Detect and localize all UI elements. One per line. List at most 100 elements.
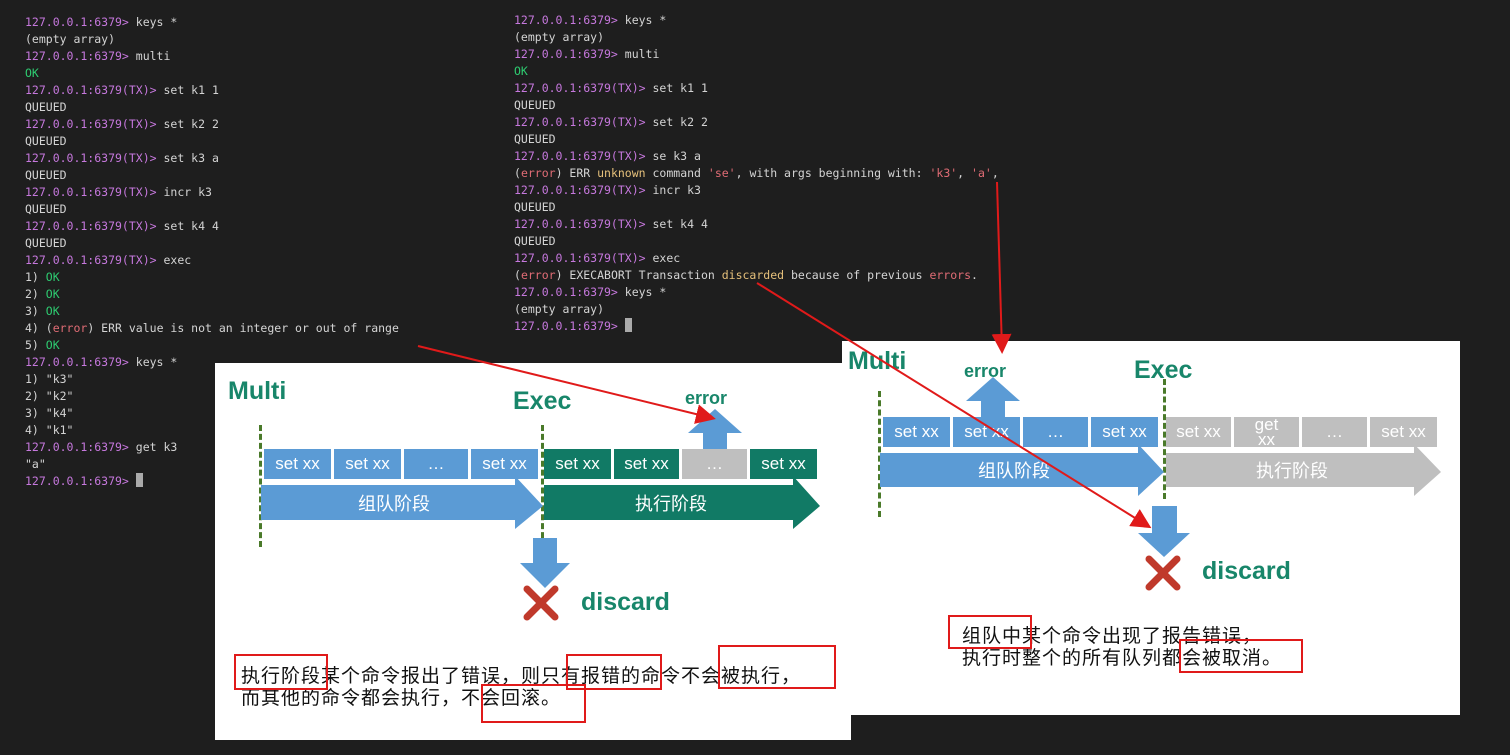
terminal-command: set k3 a [163, 151, 219, 165]
discard-down-arrow [520, 538, 570, 588]
terminal-prompt: 127.0.0.1:6379> [514, 13, 625, 27]
terminal-ok: OK [45, 304, 60, 318]
terminal-line: 127.0.0.1:6379> keys * [514, 284, 999, 301]
exec-box-2: set xx [614, 449, 679, 479]
queue-phase-label: 组队阶段 [358, 494, 430, 515]
terminal-line: 127.0.0.1:6379(TX)> incr k3 [25, 184, 399, 201]
queue-box-4: set xx [471, 449, 538, 479]
terminal-output: , with args beginning with: [735, 166, 930, 180]
terminal-line: OK [514, 63, 999, 80]
arrow-error-to-left-diagram [417, 345, 716, 424]
terminal-output: . [971, 268, 978, 282]
terminal-prompt: 127.0.0.1:6379(TX)> [25, 219, 164, 233]
terminal-ok: OK [25, 66, 39, 80]
queue-box-3: … [1023, 417, 1088, 447]
terminal-line: 127.0.0.1:6379(TX)> exec [25, 252, 399, 269]
exec-phase-arrow [544, 476, 820, 529]
terminal-prompt: 127.0.0.1:6379(TX)> [25, 253, 164, 267]
terminal-left: 127.0.0.1:6379> keys * (empty array) 127.0… [25, 14, 399, 490]
terminal-prompt: 127.0.0.1:6379(TX)> [514, 217, 653, 231]
terminal-output: QUEUED [25, 168, 67, 182]
terminal-line: (error) EXECABORT Transaction discarded … [514, 267, 999, 284]
terminal-prompt: 127.0.0.1:6379(TX)> [25, 151, 164, 165]
terminal-prompt: 127.0.0.1:6379> [25, 440, 136, 454]
terminal-command: keys * [135, 355, 178, 369]
terminal-output: QUEUED [514, 98, 556, 112]
terminal-command: set k4 4 [163, 219, 219, 233]
terminal-ok: OK [45, 287, 60, 301]
terminal-output: 'a' [971, 166, 992, 180]
terminal-output: QUEUED [25, 100, 67, 114]
terminal-line: 127.0.0.1:6379(TX)> se k3 a [514, 148, 999, 165]
terminal-output: 2) "k2" [25, 389, 74, 403]
terminal-output: 1) [25, 270, 46, 284]
terminal-output: QUEUED [514, 234, 556, 248]
discard-down-arrow [1138, 506, 1190, 557]
exec-box-4: set xx [1370, 417, 1437, 447]
terminal-line: (empty array) [514, 301, 999, 318]
terminal-line: 1) OK [25, 269, 399, 286]
queue-phase-arrow [880, 444, 1164, 496]
diagram-left-panel: Multi Exec error set xx set xx … set xx … [215, 363, 851, 740]
terminal-output: (empty array) [514, 302, 605, 316]
terminal-command: set k1 1 [163, 83, 219, 97]
exec-label: Exec [513, 387, 572, 415]
phase-arrows [880, 377, 1441, 591]
multi-dashline [878, 391, 881, 517]
terminal-line: 2) "k2" [25, 388, 399, 405]
terminal-line: 127.0.0.1:6379> [25, 473, 399, 490]
exec-box-2: get xx [1234, 416, 1299, 448]
terminal-line: 3) OK [25, 303, 399, 320]
terminal-prompt: 127.0.0.1:6379> [25, 474, 136, 488]
discard-label: discard [1202, 557, 1291, 585]
exec-phase-label: 执行阶段 [1256, 461, 1328, 482]
terminal-output: command [645, 166, 708, 180]
terminal-output: 3) [25, 304, 46, 318]
terminal-prompt: 127.0.0.1:6379(TX)> [25, 117, 164, 131]
terminal-line: 127.0.0.1:6379(TX)> set k2 2 [25, 116, 399, 133]
terminal-prompt: 127.0.0.1:6379(TX)> [514, 115, 653, 129]
terminal-output: 4) ( [25, 321, 53, 335]
terminal-line: 4) "k1" [25, 422, 399, 439]
terminal-output: (empty array) [25, 32, 116, 46]
terminal-line: 1) "k3" [25, 371, 399, 388]
terminal-line: (empty array) [514, 29, 999, 46]
terminal-output: ( [514, 166, 521, 180]
terminal-command: keys * [624, 13, 667, 27]
terminal-line: 127.0.0.1:6379(TX)> set k1 1 [25, 82, 399, 99]
terminal-line: "a" [25, 456, 399, 473]
terminal-line: QUEUED [25, 167, 399, 184]
exec-dashline [541, 425, 544, 547]
terminal-command: keys * [624, 285, 667, 299]
terminal-line: 2) OK [25, 286, 399, 303]
terminal-command: exec [652, 251, 681, 265]
terminal-line: OK [25, 65, 399, 82]
terminal-line: 3) "k4" [25, 405, 399, 422]
highlight-not-executed [718, 645, 836, 689]
terminal-output: "a" [25, 457, 46, 471]
terminal-command: set k2 2 [652, 115, 708, 129]
terminal-output: 5) [25, 338, 46, 352]
terminal-output: QUEUED [514, 132, 556, 146]
terminal-prompt: 127.0.0.1:6379> [25, 49, 136, 63]
terminal-line: 127.0.0.1:6379> keys * [25, 354, 399, 371]
terminal-output: error [520, 166, 556, 180]
terminal-command: multi [624, 47, 660, 61]
terminal-right: 127.0.0.1:6379> keys *(empty array)127.0… [514, 12, 999, 335]
exec-box-4: set xx [750, 449, 817, 479]
terminal-output: ( [514, 268, 521, 282]
terminal-output: QUEUED [25, 134, 67, 148]
multi-dashline [259, 425, 262, 547]
discard-label: discard [581, 588, 670, 616]
terminal-prompt: 127.0.0.1:6379> [514, 319, 625, 333]
terminal-output: 3) "k4" [25, 406, 74, 420]
terminal-line: 127.0.0.1:6379(TX)> set k4 4 [25, 218, 399, 235]
terminal-line: (error) ERR unknown command 'se', with a… [514, 165, 999, 182]
terminal-error: error [52, 321, 88, 335]
queue-phase-arrow [261, 476, 543, 529]
terminal-command: set k2 2 [163, 117, 219, 131]
queue-box-3: … [404, 449, 468, 479]
caption-line-1: 组队中某个命令出现了报告错误， [962, 625, 1263, 647]
cursor-block [624, 318, 632, 332]
